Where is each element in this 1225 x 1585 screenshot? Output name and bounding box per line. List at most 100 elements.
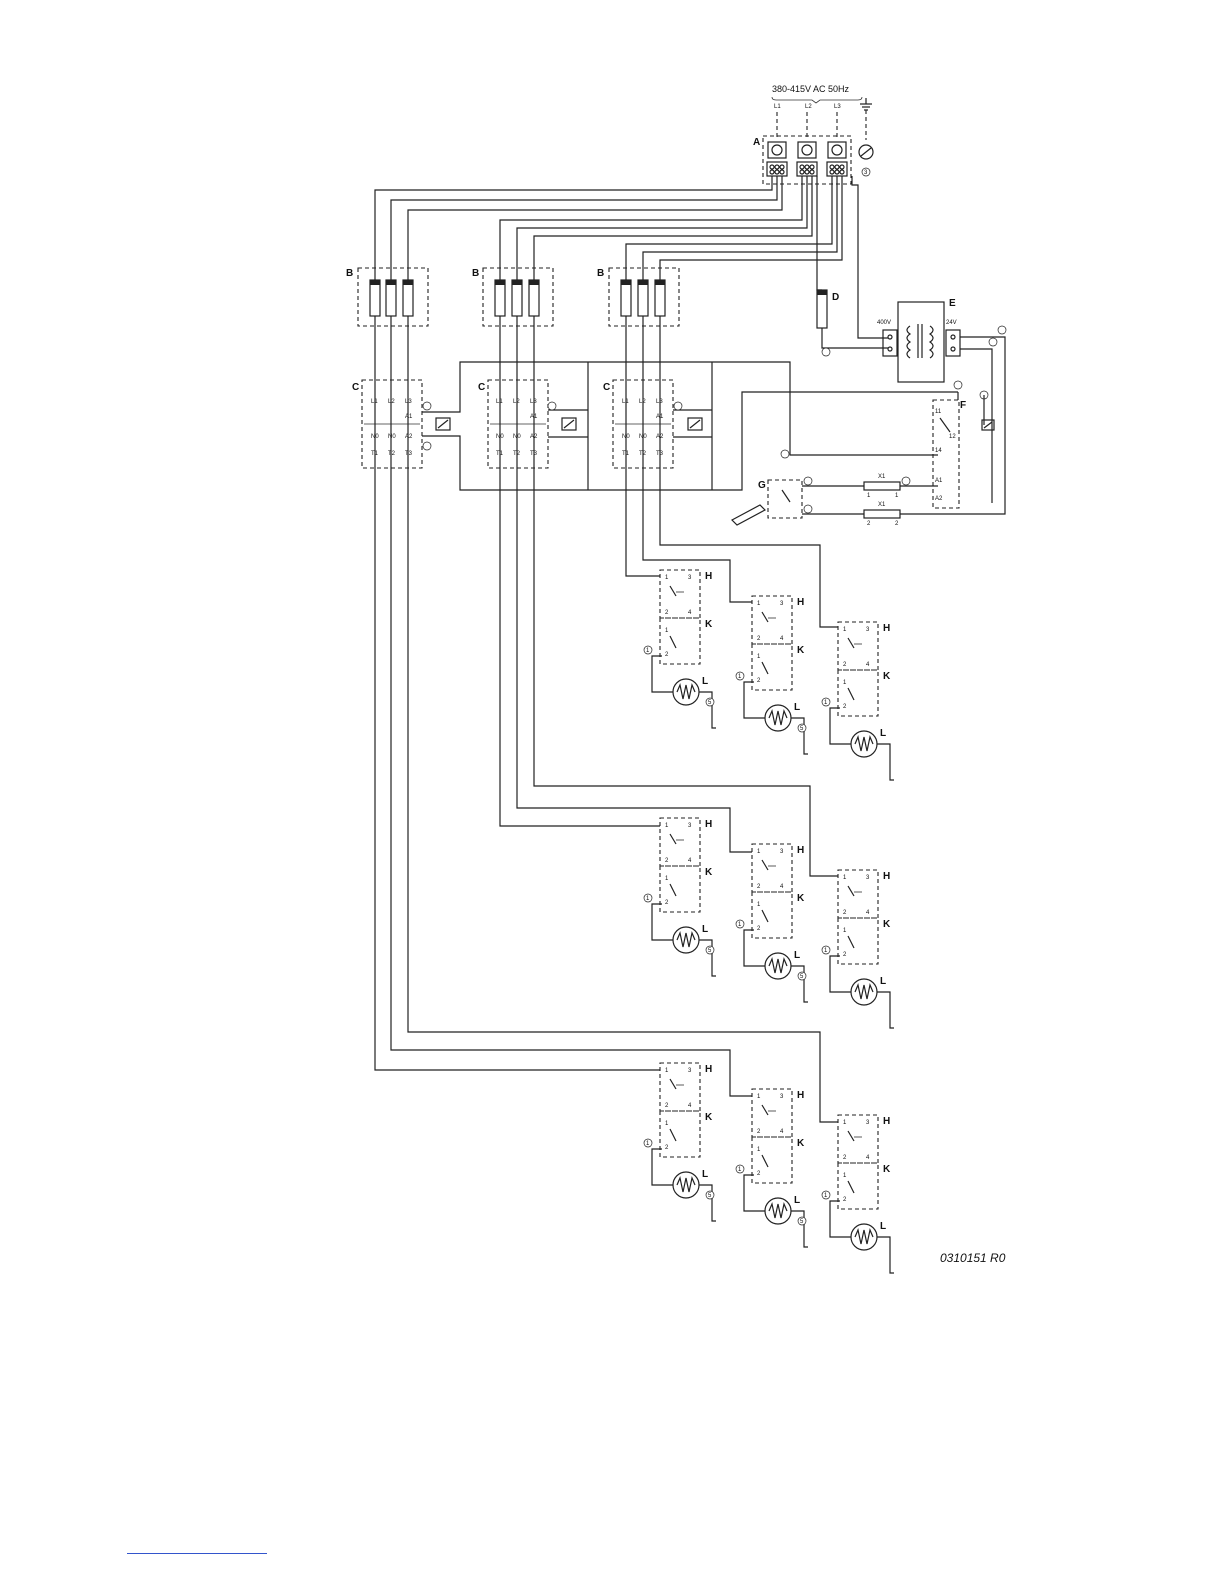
svg-text:2: 2: [843, 952, 847, 958]
heater-1-2-safety-thermostat: [751, 595, 793, 645]
label-x1-top: X1: [878, 474, 886, 480]
label-c-1: C: [352, 382, 359, 393]
heater-3-3-thermostat: [837, 1162, 879, 1210]
svg-text:1: 1: [824, 948, 828, 954]
heater-3-2-label-l: L: [794, 1195, 800, 1206]
heater-2-2-heating-element-icon: [764, 952, 792, 980]
wire-num-earth: 3: [864, 170, 868, 176]
svg-text:2: 2: [665, 1145, 669, 1151]
footer-link-underline[interactable]: [127, 1553, 267, 1554]
heater-1-2-heating-element-icon: [764, 704, 792, 732]
heater-1-3-thermostat: [837, 669, 879, 717]
heater-1-3-heating-element-icon: [850, 730, 878, 758]
label-f: F: [960, 400, 966, 411]
heater-3-1-label-l: L: [702, 1169, 708, 1180]
svg-text:1: 1: [843, 627, 847, 633]
svg-text:2: 2: [843, 910, 847, 916]
fuse-group-1: B: [346, 267, 429, 327]
svg-text:1: 1: [843, 680, 847, 686]
supply-voltage-label: 380-415V AC 50Hz: [772, 84, 850, 94]
svg-text:5: 5: [708, 1193, 712, 1199]
svg-text:3: 3: [780, 1094, 784, 1100]
svg-text:1: 1: [824, 1193, 828, 1199]
label-a: A: [753, 137, 760, 148]
svg-text:4: 4: [866, 1155, 870, 1161]
svg-text:3: 3: [866, 627, 870, 633]
label-e: E: [949, 298, 956, 309]
svg-text:1: 1: [843, 1120, 847, 1126]
heater-3-2-thermostat: [751, 1136, 793, 1184]
svg-text:1: 1: [738, 674, 742, 680]
svg-text:1: 1: [843, 928, 847, 934]
svg-text:12: 12: [949, 434, 956, 440]
svg-text:1: 1: [824, 700, 828, 706]
heater-3-3-label-h: H: [883, 1116, 890, 1127]
svg-text:1: 1: [665, 575, 669, 581]
fuse-group-3: B: [597, 267, 680, 327]
svg-text:2: 2: [757, 926, 761, 932]
heater-3-1-heating-element-icon: [672, 1171, 700, 1199]
svg-text:3: 3: [866, 875, 870, 881]
label-b-2: B: [472, 268, 479, 279]
terminal-block-a: A 3: [753, 135, 874, 185]
svg-text:1: 1: [757, 1094, 761, 1100]
svg-text:1: 1: [843, 875, 847, 881]
svg-text:2: 2: [757, 678, 761, 684]
switch-g[interactable]: G: [731, 476, 813, 526]
svg-text:3: 3: [688, 823, 692, 829]
label-c-2: C: [478, 382, 485, 393]
earth-icon: [860, 98, 872, 140]
svg-text:L2: L2: [388, 399, 395, 405]
svg-text:1: 1: [665, 876, 669, 882]
svg-text:3: 3: [780, 601, 784, 607]
fuse-group-2: B: [472, 267, 554, 327]
heater-3-1-thermostat: [659, 1110, 701, 1158]
heater-2-3-label-k: K: [883, 919, 891, 930]
svg-text:5: 5: [800, 974, 804, 980]
svg-text:3: 3: [866, 1120, 870, 1126]
earth-terminal-icon: [858, 144, 874, 160]
thermostat-relay-f: F 11 12 14 A1 A2: [932, 392, 995, 509]
heater-2-3-safety-thermostat: [837, 869, 879, 919]
svg-text:2: 2: [665, 900, 669, 906]
svg-text:1: 1: [843, 1173, 847, 1179]
svg-text:3: 3: [688, 1068, 692, 1074]
svg-text:4: 4: [866, 662, 870, 668]
heater-1-1-heating-element-icon: [672, 678, 700, 706]
svg-text:T3: T3: [405, 451, 413, 457]
svg-text:2: 2: [843, 1155, 847, 1161]
heater-1-3-label-l: L: [880, 728, 886, 739]
svg-text:2: 2: [665, 858, 669, 864]
heater-1-1-label-k: K: [705, 619, 713, 630]
svg-text:2: 2: [843, 662, 847, 668]
svg-text:3: 3: [688, 575, 692, 581]
label-b-1: B: [346, 268, 353, 279]
svg-text:2: 2: [665, 610, 669, 616]
svg-text:2: 2: [843, 1197, 847, 1203]
svg-text:4: 4: [780, 636, 784, 642]
heater-2-1-label-l: L: [702, 924, 708, 935]
label-c-3: C: [603, 382, 610, 393]
heater-1-1-thermostat: [659, 617, 701, 665]
heater-2-2-thermostat: [751, 891, 793, 939]
heater-feed-wires: [374, 480, 838, 1123]
heater-3-3-label-l: L: [880, 1221, 886, 1232]
svg-text:1: 1: [757, 601, 761, 607]
svg-text:11: 11: [935, 409, 942, 415]
heater-1-2-label-l: L: [794, 702, 800, 713]
phase-label-l2: L2: [805, 104, 812, 110]
svg-text:4: 4: [780, 1129, 784, 1135]
svg-text:2: 2: [895, 521, 899, 527]
heater-2-2-label-l: L: [794, 950, 800, 961]
heater-2-1-label-h: H: [705, 819, 712, 830]
svg-text:4: 4: [866, 910, 870, 916]
heater-2-2-safety-thermostat: [751, 843, 793, 893]
heater-3-2-heating-element-icon: [764, 1197, 792, 1225]
heater-1-2-thermostat: [751, 643, 793, 691]
heater-3-1-label-h: H: [705, 1064, 712, 1075]
svg-text:2: 2: [757, 1171, 761, 1177]
svg-text:A1: A1: [935, 478, 943, 484]
power-supply: 380-415V AC 50Hz L1 L2 L3: [771, 84, 872, 140]
